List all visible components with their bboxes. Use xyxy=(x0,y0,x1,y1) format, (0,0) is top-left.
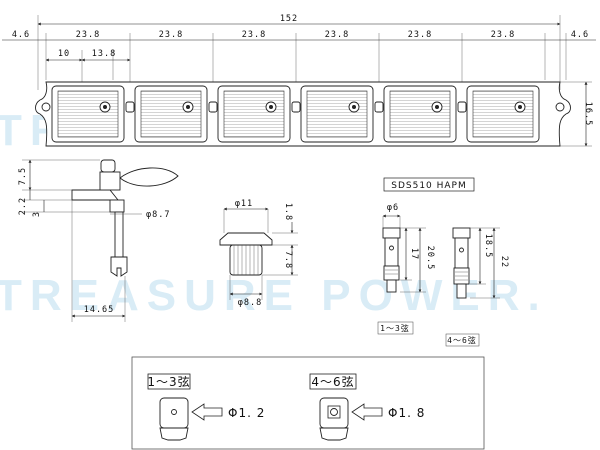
tuner-housing-5 xyxy=(383,85,457,143)
model-number: SDS510 HAPM xyxy=(391,181,467,191)
dim-pitch-3: 23.8 xyxy=(242,30,266,40)
legend-item-a-hole: Φ1. 2 xyxy=(228,406,265,420)
dim-post-a-17: 17 xyxy=(409,248,419,260)
dim-pitch-2: 23.8 xyxy=(159,30,183,40)
post-head-large-hole-icon xyxy=(319,397,349,441)
post-b-caption: 4～6弦 xyxy=(447,335,477,345)
dim-first-post-offset: 13.8 xyxy=(92,49,116,59)
dim-overall-width: 152 xyxy=(280,14,298,24)
post-head-small-hole-icon xyxy=(159,397,189,441)
watermark-bottom: TREASURE POWER. xyxy=(0,271,548,320)
legend-item-b-title: 4～6弦 xyxy=(311,374,354,389)
tuner-housing-4 xyxy=(300,85,374,143)
tuner-housing-3 xyxy=(217,85,291,143)
tuner-side-view xyxy=(71,159,179,277)
dim-post-b-18-5: 18.5 xyxy=(483,234,493,258)
top-strip-dimensions: 152 4.6 23.8 23.8 23.8 23.8 23.8 23.8 4.… xyxy=(2,14,596,147)
legend-item-b-hole: Φ1. 8 xyxy=(388,406,425,420)
dim-bushing-bottom-dia: φ8.8 xyxy=(238,298,262,308)
dim-bushing-7-8: 7.8 xyxy=(283,251,293,269)
tuner-housing-2 xyxy=(134,85,208,143)
tuner-housing-6 xyxy=(466,85,540,143)
dim-side-3: 3 xyxy=(32,211,42,217)
dim-pitch-6: 23.8 xyxy=(491,30,515,40)
dim-pitch-5: 23.8 xyxy=(408,30,432,40)
dim-side-2-2: 2.2 xyxy=(18,197,28,215)
hole-size-legend: 1～3弦 Φ1. 2 4～6弦 Φ1. 8 xyxy=(131,356,485,450)
dim-strip-height: 16.5 xyxy=(583,102,593,126)
post-b xyxy=(452,227,471,299)
legend-item-a-title: 1～3弦 xyxy=(147,374,190,389)
dim-bushing-top-dia: φ11 xyxy=(235,199,253,209)
dim-post-b-22: 22 xyxy=(499,256,509,268)
tuner-housing-1 xyxy=(51,85,125,143)
dim-side-7-5: 7.5 xyxy=(18,167,28,185)
dim-pitch-1: 23.8 xyxy=(76,30,100,40)
model-label: SDS510 HAPM xyxy=(383,177,475,192)
arrow-icon xyxy=(191,403,223,421)
dim-pitch-4: 23.8 xyxy=(325,30,349,40)
dim-side-shaft-dia: φ8.7 xyxy=(146,210,170,220)
dim-side-14-65: 14.65 xyxy=(84,305,115,315)
dim-post-a-20-5: 20.5 xyxy=(425,246,435,270)
dim-bushing-1-8: 1.8 xyxy=(283,203,293,221)
arrow-icon xyxy=(351,403,383,421)
dim-post-dia: φ6 xyxy=(387,203,399,213)
dim-end-offset-right: 4.6 xyxy=(571,30,589,40)
post-a-caption: 1～3弦 xyxy=(380,323,410,333)
post-a xyxy=(382,227,401,293)
side-view-dimensions: 7.5 2.2 3 φ8.7 14.65 xyxy=(18,159,170,322)
dim-end-offset-left: 4.6 xyxy=(12,30,30,40)
bushing-view: φ11 1.8 7.8 φ8.8 xyxy=(219,199,298,308)
dim-first-hole-offset: 10 xyxy=(58,49,70,59)
string-posts: φ6 17 20.5 xyxy=(377,203,509,347)
